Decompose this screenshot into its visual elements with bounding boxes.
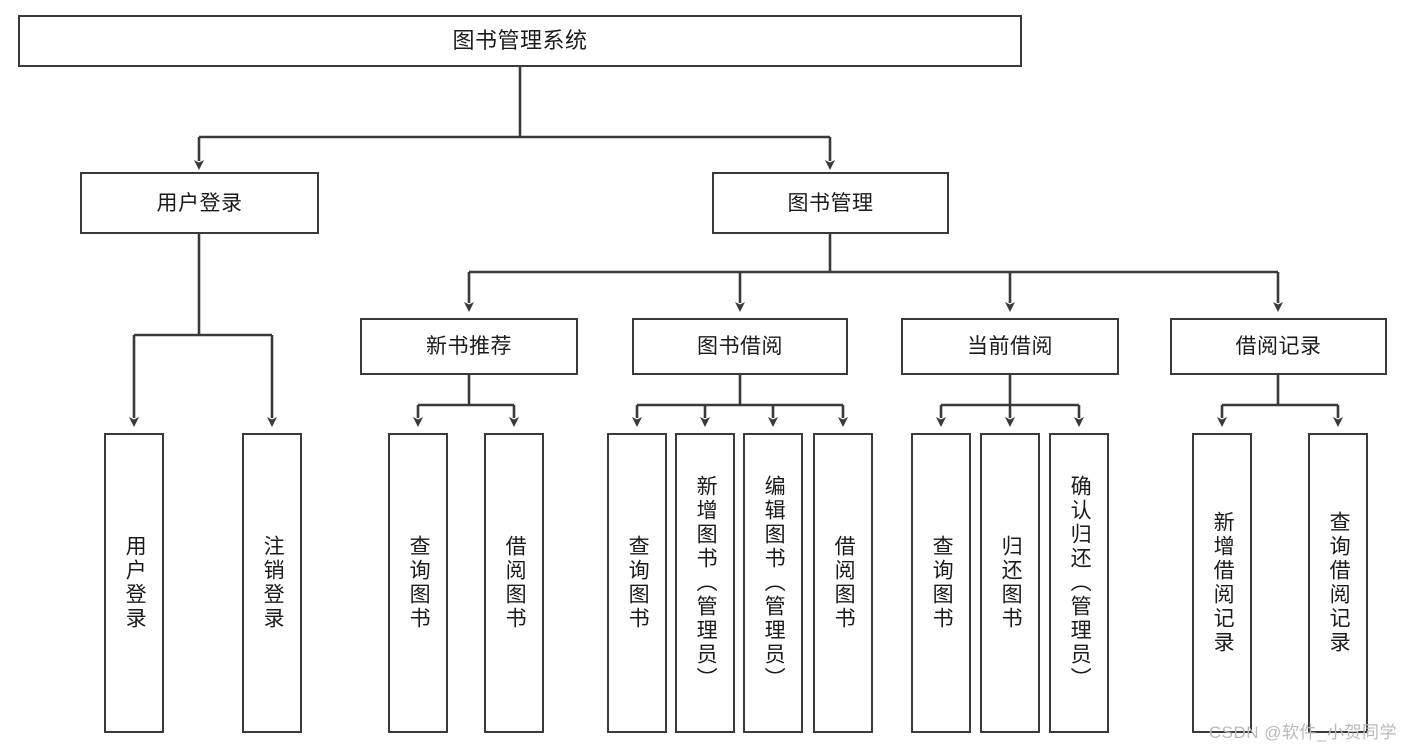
node-leaf-borrow-book-2[interactable]: 借阅图书 bbox=[813, 433, 873, 733]
node-leaf-return-book-label: 归还图书 bbox=[999, 535, 1023, 631]
node-leaf-user-logout[interactable]: 注销登录 bbox=[242, 433, 302, 733]
node-leaf-query-book-3-label: 查询图书 bbox=[930, 535, 954, 631]
node-leaf-user-login[interactable]: 用户登录 bbox=[104, 433, 164, 733]
node-leaf-query-book-1-label: 查询图书 bbox=[407, 535, 431, 631]
node-leaf-add-record-label: 新增借阅记录 bbox=[1211, 511, 1235, 655]
node-leaf-confirm-return-label: 确认归还（管理员） bbox=[1068, 475, 1092, 691]
node-user-login-label: 用户登录 bbox=[156, 191, 243, 215]
node-book-manage[interactable]: 图书管理 bbox=[712, 172, 949, 234]
node-leaf-borrow-book-1[interactable]: 借阅图书 bbox=[484, 433, 544, 733]
node-leaf-borrow-book-2-label: 借阅图书 bbox=[832, 535, 856, 631]
node-leaf-query-book-2-label: 查询图书 bbox=[626, 535, 650, 631]
node-leaf-query-book-2[interactable]: 查询图书 bbox=[607, 433, 667, 733]
node-leaf-edit-book-label: 编辑图书（管理员） bbox=[762, 475, 786, 691]
node-leaf-confirm-return[interactable]: 确认归还（管理员） bbox=[1049, 433, 1109, 733]
node-book-borrow-label: 图书借阅 bbox=[697, 335, 783, 358]
node-leaf-edit-book[interactable]: 编辑图书（管理员） bbox=[743, 433, 803, 733]
node-leaf-user-logout-label: 注销登录 bbox=[261, 535, 285, 631]
node-leaf-query-book-3[interactable]: 查询图书 bbox=[911, 433, 971, 733]
node-borrow-record-label: 借阅记录 bbox=[1235, 335, 1322, 358]
node-leaf-user-login-label: 用户登录 bbox=[123, 535, 147, 631]
node-leaf-query-record-label: 查询借阅记录 bbox=[1327, 511, 1351, 655]
node-new-book-rec-label: 新书推荐 bbox=[426, 335, 512, 358]
node-current-borrow-label: 当前借阅 bbox=[967, 335, 1053, 358]
node-leaf-query-record[interactable]: 查询借阅记录 bbox=[1308, 433, 1368, 733]
node-leaf-query-book-1[interactable]: 查询图书 bbox=[388, 433, 448, 733]
node-new-book-rec[interactable]: 新书推荐 bbox=[360, 318, 578, 375]
node-current-borrow[interactable]: 当前借阅 bbox=[901, 318, 1119, 375]
node-leaf-return-book[interactable]: 归还图书 bbox=[980, 433, 1040, 733]
node-borrow-record[interactable]: 借阅记录 bbox=[1170, 318, 1387, 375]
node-leaf-add-book-label: 新增图书（管理员） bbox=[694, 475, 718, 691]
node-user-login[interactable]: 用户登录 bbox=[80, 172, 319, 234]
node-root-label: 图书管理系统 bbox=[452, 28, 588, 53]
node-leaf-add-book[interactable]: 新增图书（管理员） bbox=[675, 433, 735, 733]
node-book-borrow[interactable]: 图书借阅 bbox=[632, 318, 848, 375]
node-root[interactable]: 图书管理系统 bbox=[18, 15, 1022, 67]
node-leaf-add-record[interactable]: 新增借阅记录 bbox=[1192, 433, 1252, 733]
watermark: CSDN @软件_小贺同学 bbox=[1208, 723, 1397, 742]
node-leaf-borrow-book-1-label: 借阅图书 bbox=[503, 535, 527, 631]
node-book-manage-label: 图书管理 bbox=[787, 191, 874, 215]
